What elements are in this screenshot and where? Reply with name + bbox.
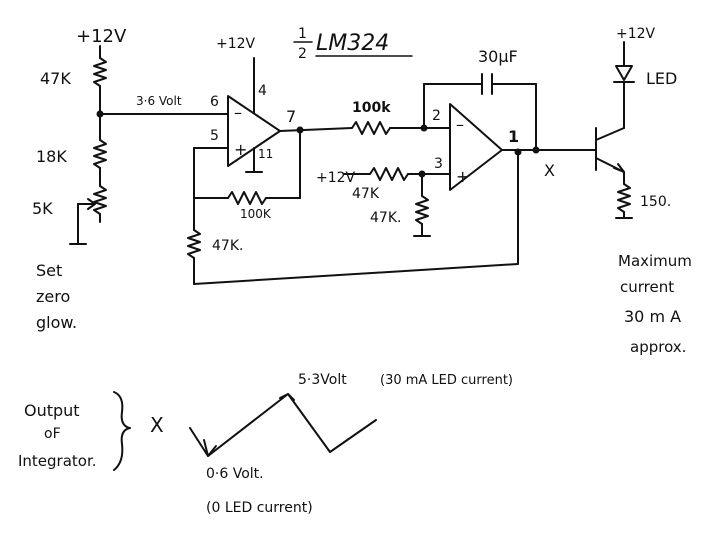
- resistor-47k-top: [93, 57, 107, 87]
- note-set-zero: Set zero glow.: [36, 261, 77, 332]
- chip-title: 1 2 LM324: [293, 26, 413, 62]
- supply-label-led: +12V: [616, 26, 656, 42]
- label-47k-a: 47K: [352, 186, 380, 202]
- resistor-100k-integrator: [351, 121, 391, 135]
- note-max-line1: Maximum: [618, 252, 692, 270]
- pin-5: 5: [210, 128, 219, 144]
- pin-4: 4: [258, 83, 267, 99]
- waveform-trough-note: (0 LED current): [206, 500, 313, 516]
- led-icon: [613, 65, 635, 83]
- opamp-2: – +: [449, 103, 503, 191]
- note-output-line3: Integrator.: [18, 452, 97, 470]
- waveform-x-label: X: [150, 413, 164, 437]
- note-max-line2: current: [620, 278, 674, 296]
- waveform-trough: 0·6 Volt.: [206, 466, 264, 482]
- label-5k: 5K: [32, 199, 53, 218]
- note-output-line2: oF: [44, 426, 61, 442]
- led-driver: +12V LED 150.: [595, 26, 677, 219]
- supply-label-opamp1: +12V: [216, 36, 256, 52]
- label-150: 150.: [640, 194, 671, 210]
- triangle-waveform: [189, 393, 377, 457]
- resistor-47k-bottom: [187, 229, 201, 259]
- title-fraction-num: 1: [298, 26, 307, 42]
- note-output-line1: Output: [24, 401, 80, 420]
- note-set-zero-line3: glow.: [36, 313, 77, 332]
- opamp2-minus: –: [456, 115, 464, 134]
- label-47k-top: 47K: [40, 69, 71, 88]
- opamp-1: – + +12V 4 11: [216, 36, 281, 173]
- label-18k: 18K: [36, 147, 67, 166]
- label-47k-b: 47K.: [370, 210, 401, 226]
- opamp1-plus: +: [234, 140, 247, 159]
- resistor-47k-a: [369, 167, 409, 181]
- node-x: X: [544, 161, 555, 180]
- resistor-100k-feedback: [227, 191, 267, 205]
- pin-2: 2: [432, 108, 441, 124]
- potentiometer-5k: [93, 185, 107, 215]
- title-chip: LM324: [316, 31, 389, 56]
- led-label: LED: [646, 69, 677, 88]
- pin-3: 3: [434, 156, 443, 172]
- pin-11: 11: [258, 147, 273, 161]
- waveform-peak: 5·3Volt: [298, 372, 347, 388]
- voltage-label-3v6: 3·6 Volt: [136, 94, 182, 108]
- resistor-150: [617, 183, 631, 213]
- waveform-peak-note: (30 mA LED current): [380, 373, 513, 388]
- note-max-line4: approx.: [630, 338, 686, 356]
- supply-label-integrator: +12V: [316, 170, 356, 186]
- opamp2-plus: +: [456, 167, 469, 186]
- note-set-zero-line2: zero: [36, 287, 70, 306]
- label-47k-bottom: 47K.: [212, 238, 243, 254]
- opamp1-minus: –: [234, 103, 242, 122]
- label-100k-feedback: 100K: [240, 207, 272, 221]
- pin-6: 6: [210, 94, 219, 110]
- note-set-zero-line1: Set: [36, 261, 62, 280]
- brace: [113, 391, 131, 471]
- note-max-line3: 30 m A: [624, 307, 681, 326]
- note-max-current: Maximum current 30 m A approx.: [618, 252, 692, 356]
- pin-7: 7: [286, 107, 296, 126]
- resistor-18k: [93, 139, 107, 169]
- supply-label-top-left: +12V: [76, 26, 127, 47]
- title-fraction-den: 2: [298, 46, 307, 62]
- divider-network: +12V 47K 18K 5K: [32, 26, 127, 245]
- resistor-47k-b: [415, 195, 429, 225]
- label-100k-integrator: 100k: [352, 100, 391, 116]
- pin-1: 1: [508, 127, 519, 146]
- waveform-note: Output oF Integrator. X 5·3Volt (30 mA L…: [18, 372, 513, 516]
- capacitor-label: 30µF: [478, 47, 518, 66]
